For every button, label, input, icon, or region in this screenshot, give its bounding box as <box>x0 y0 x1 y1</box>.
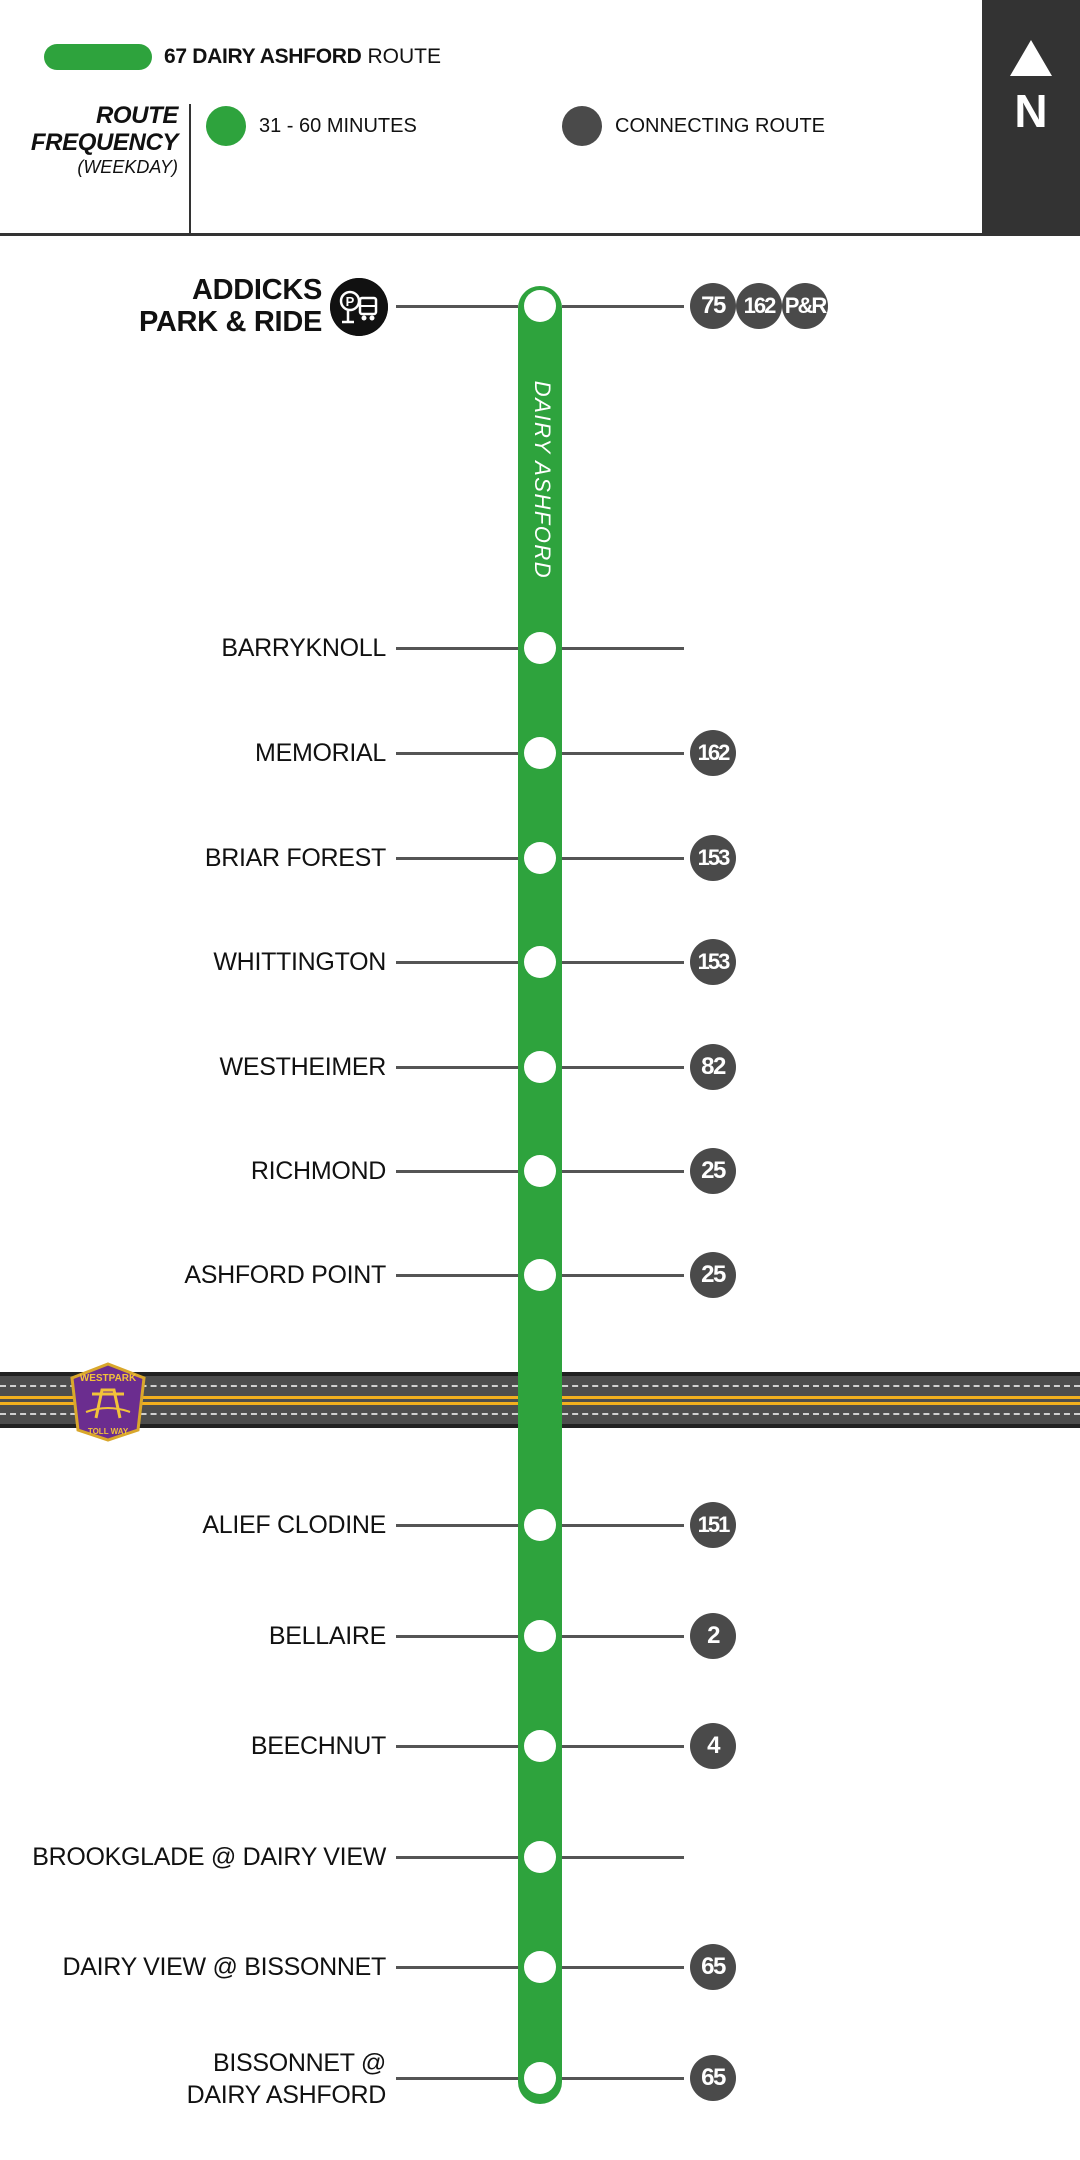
stop-marker-icon <box>524 1951 556 1983</box>
frequency-heading: ROUTE FREQUENCY (WEEKDAY) <box>20 102 178 178</box>
connecting-legend-item: CONNECTING ROUTE <box>562 106 825 146</box>
connecting-route-badge[interactable]: 162 <box>736 283 782 329</box>
connecting-route-badge[interactable]: 25 <box>690 1148 736 1194</box>
route-line <box>518 286 562 2104</box>
legend-divider <box>189 104 191 234</box>
stop-marker-icon <box>524 1155 556 1187</box>
shield-top-text: WESTPARK <box>80 1373 137 1384</box>
connecting-routes: 4 <box>690 1723 736 1769</box>
connecting-route-badge[interactable]: 65 <box>690 1944 736 1990</box>
stop-marker-icon <box>524 290 556 322</box>
stop-name: BELLAIRE <box>268 1622 386 1650</box>
connecting-route-badge[interactable]: 153 <box>690 939 736 985</box>
route-color-pill-icon <box>44 44 152 70</box>
connecting-route-badge[interactable]: 2 <box>690 1613 736 1659</box>
north-arrow-icon <box>1010 40 1052 76</box>
stop-name: WESTHEIMER <box>219 1053 387 1081</box>
route-legend: 67 DAIRY ASHFORD ROUTE <box>44 42 441 72</box>
stop-name: WHITTINGTON <box>213 948 386 976</box>
connecting-routes: 151 <box>690 1502 736 1548</box>
compass: N <box>982 0 1080 236</box>
stop-marker-icon <box>524 1259 556 1291</box>
legend-header: 67 DAIRY ASHFORD ROUTE ROUTE FREQUENCY (… <box>0 0 1080 236</box>
svg-text:P: P <box>346 294 355 309</box>
stop-name: ADDICKS PARK & RIDE <box>138 274 322 338</box>
connecting-route-badge[interactable]: 82 <box>690 1044 736 1090</box>
connecting-routes: 75 162 P&R <box>690 283 828 329</box>
connecting-route-badge[interactable]: 151 <box>690 1502 736 1548</box>
stop-name: BARRYKNOLL <box>221 634 386 662</box>
park-and-ride-icon: P <box>330 278 388 336</box>
connecting-route-badge[interactable]: 162 <box>690 730 736 776</box>
connecting-routes: 82 <box>690 1044 736 1090</box>
connecting-route-badge[interactable]: 4 <box>690 1723 736 1769</box>
connecting-routes: 65 <box>690 2055 736 2101</box>
connecting-routes: 153 <box>690 835 736 881</box>
stop-marker-icon <box>524 1620 556 1652</box>
stop-name: BEECHNUT <box>250 1732 386 1760</box>
stop-marker-icon <box>524 737 556 769</box>
stop-name: BRIAR FOREST <box>204 844 386 872</box>
connecting-routes: 25 <box>690 1148 736 1194</box>
connecting-route-badge[interactable]: 65 <box>690 2055 736 2101</box>
connecting-routes: 162 <box>690 730 736 776</box>
westpark-tollway-shield-icon: WESTPARK TOLL WAY <box>70 1362 146 1442</box>
stop-marker-icon <box>524 842 556 874</box>
stop-name: ASHFORD POINT <box>184 1261 386 1289</box>
frequency-label: 31 - 60 MINUTES <box>259 114 417 137</box>
route-word: ROUTE <box>367 45 441 68</box>
connecting-routes: 65 <box>690 1944 736 1990</box>
shield-bottom-text: TOLL WAY <box>88 1427 129 1436</box>
route-name: 67 DAIRY ASHFORD <box>164 45 362 68</box>
connecting-route-badge[interactable]: 25 <box>690 1252 736 1298</box>
stop-marker-icon <box>524 1051 556 1083</box>
stop-name: ALIEF CLODINE <box>202 1511 386 1539</box>
stop-name: BROOKGLADE @ DAIRY VIEW <box>32 1843 386 1871</box>
stop-marker-icon <box>524 2062 556 2094</box>
connecting-route-badge[interactable]: 153 <box>690 835 736 881</box>
frequency-subtitle: (WEEKDAY) <box>77 157 178 177</box>
connecting-routes: 25 <box>690 1252 736 1298</box>
stop-marker-icon <box>524 1841 556 1873</box>
connecting-routes: 153 <box>690 939 736 985</box>
frequency-title-line-2: FREQUENCY <box>30 129 178 156</box>
frequency-legend-item: 31 - 60 MINUTES <box>206 106 417 146</box>
street-label: DAIRY ASHFORD <box>530 380 555 580</box>
stop-marker-icon <box>524 632 556 664</box>
stop-marker-icon <box>524 946 556 978</box>
stop-name: BISSONNET @ DAIRY ASHFORD <box>186 2049 387 2109</box>
connecting-label: CONNECTING ROUTE <box>615 114 825 137</box>
frequency-title-line-1: ROUTE <box>95 102 178 129</box>
connecting-routes: 2 <box>690 1613 736 1659</box>
stop-marker-icon <box>524 1730 556 1762</box>
stop-name: DAIRY VIEW @ BISSONNET <box>62 1953 387 1981</box>
stop-name: RICHMOND <box>250 1157 386 1185</box>
north-label: N <box>1014 85 1048 137</box>
connecting-route-badge[interactable]: 75 <box>690 283 736 329</box>
stop-name: MEMORIAL <box>255 739 386 767</box>
connecting-dot-icon <box>562 106 602 146</box>
connecting-route-badge[interactable]: P&R <box>782 283 828 329</box>
frequency-dot-icon <box>206 106 246 146</box>
stop-marker-icon <box>524 1509 556 1541</box>
